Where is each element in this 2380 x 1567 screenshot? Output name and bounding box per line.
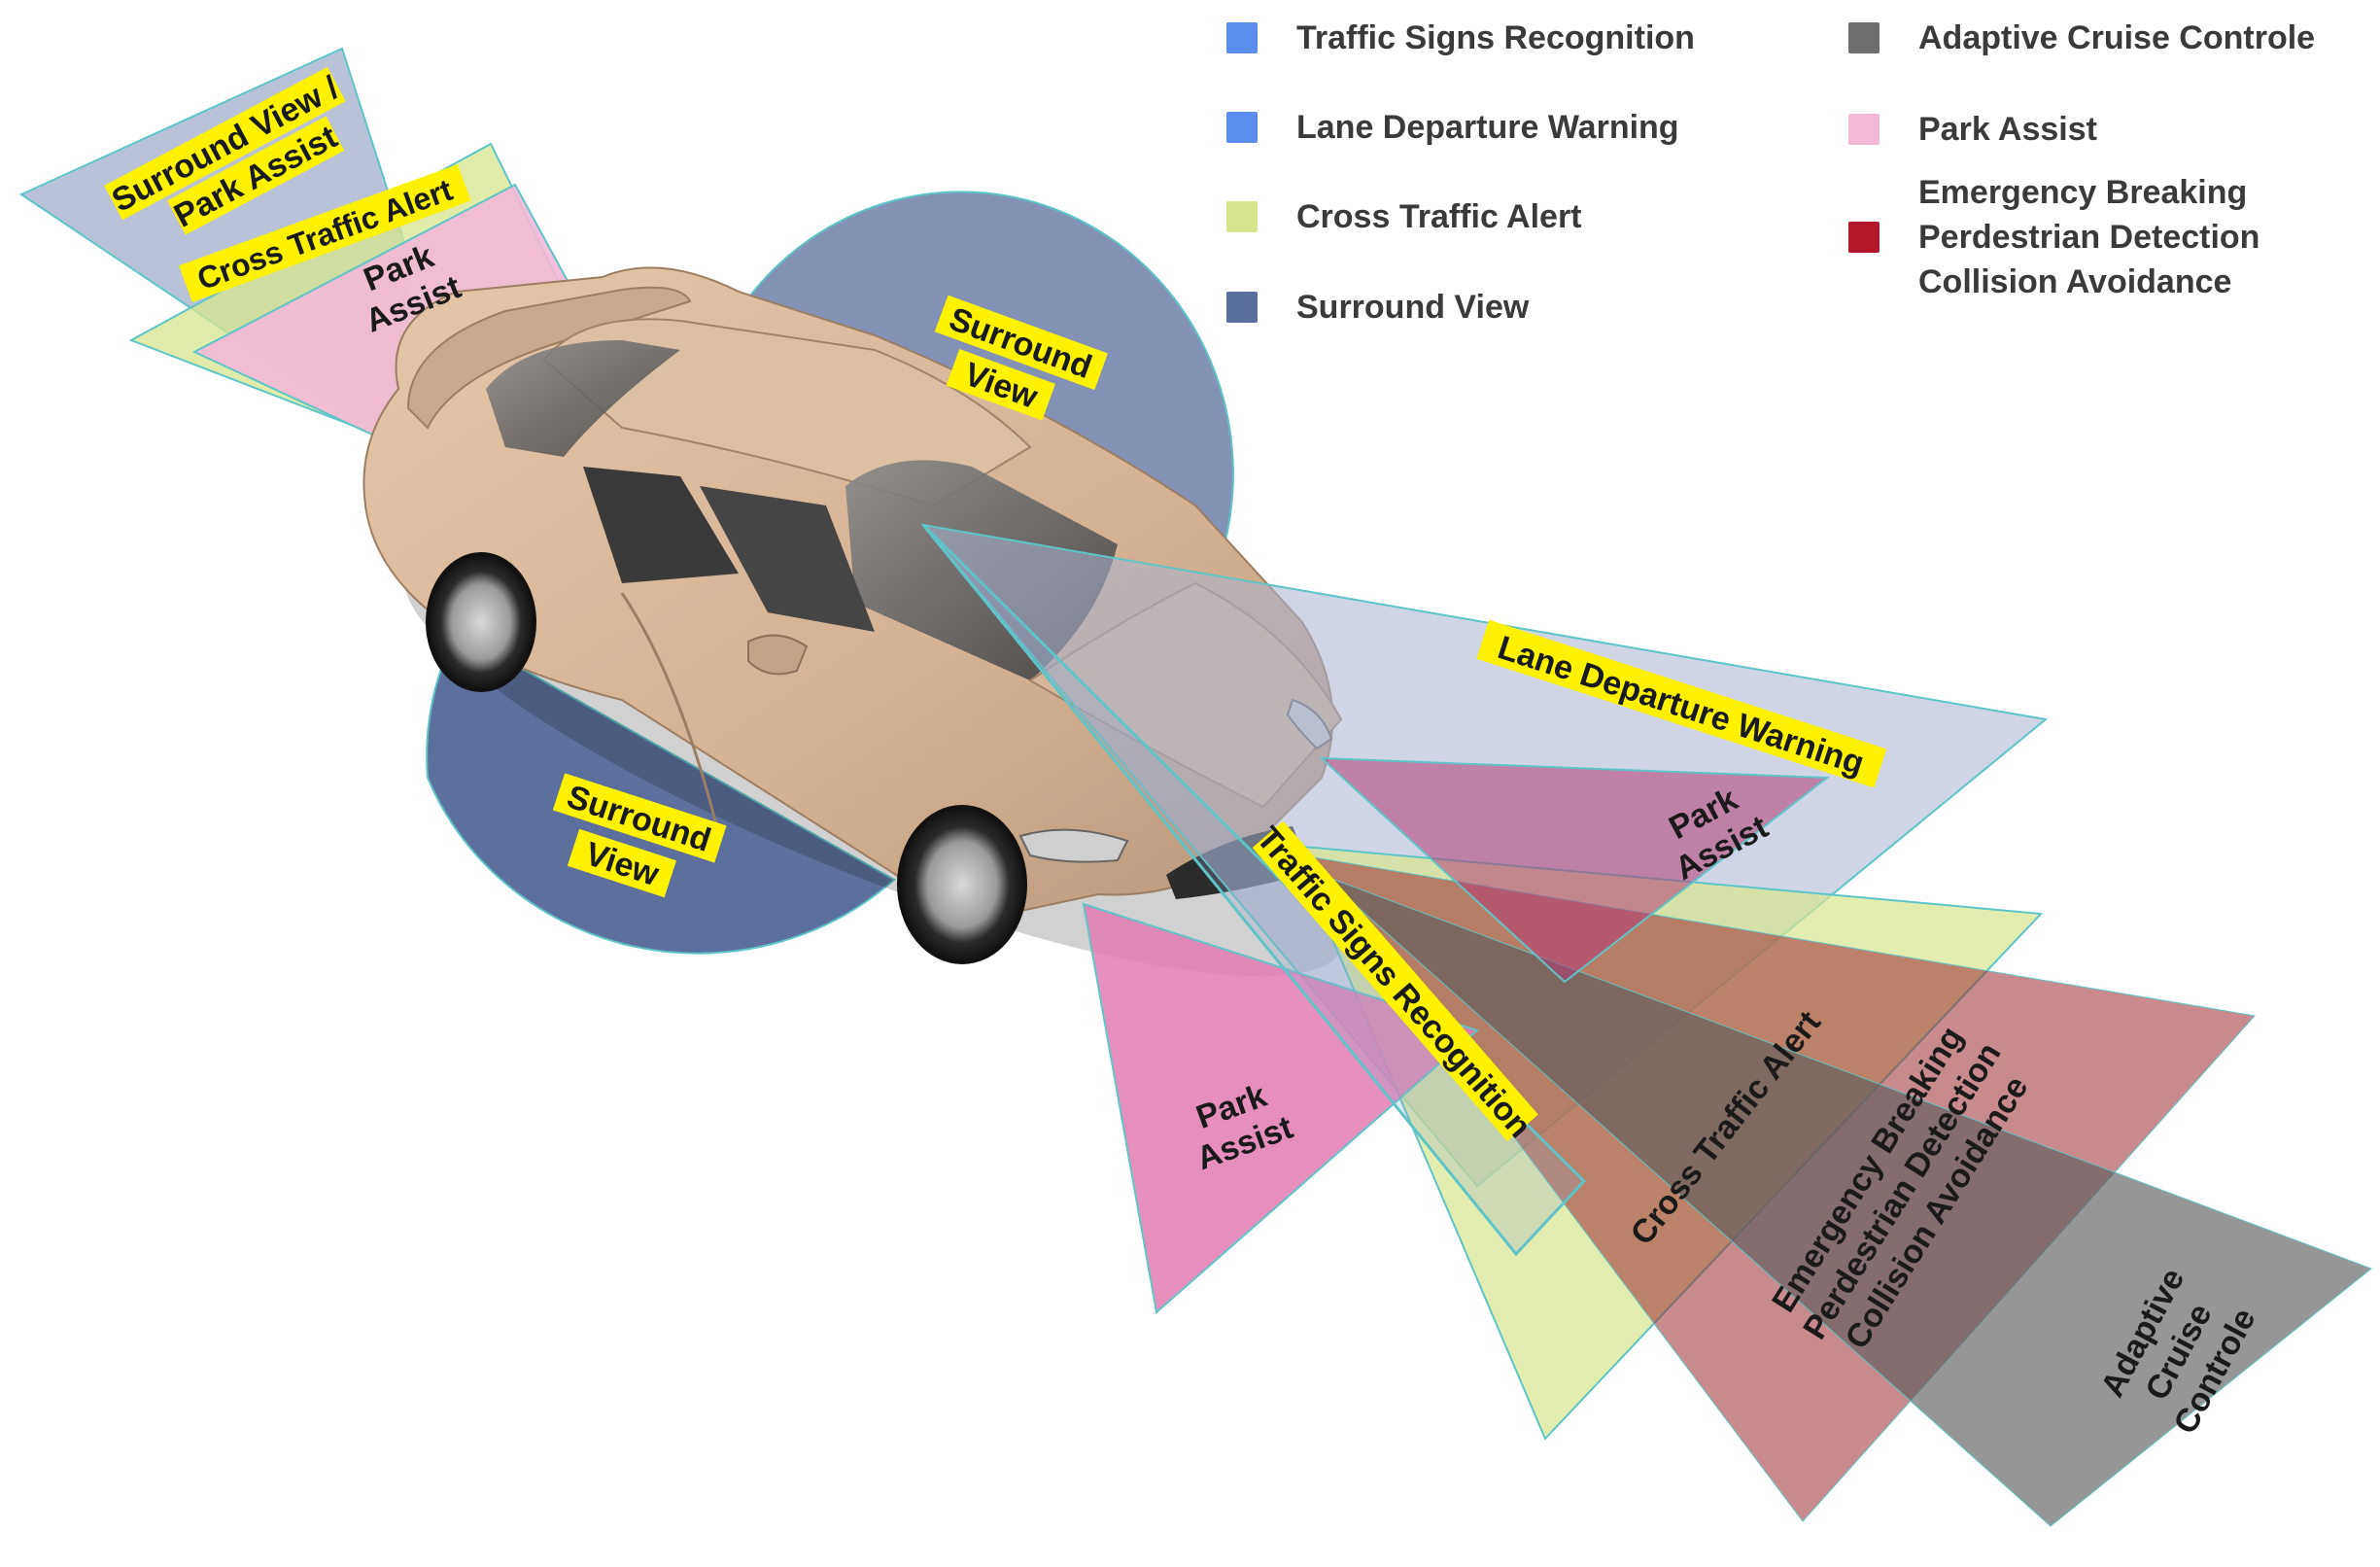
legend-swatch bbox=[1848, 114, 1880, 145]
legend-item-adaptive-cruise: Adaptive Cruise Controle bbox=[1848, 16, 2315, 60]
legend-emergency-lines: Emergency Breaking Perdestrian Detection… bbox=[1918, 170, 2259, 304]
traffic-signs-zone bbox=[921, 523, 1587, 1257]
legend-item-surround-view: Surround View bbox=[1226, 285, 1529, 330]
legend-label: Cross Traffic Alert bbox=[1296, 198, 1582, 235]
legend-swatch bbox=[1226, 201, 1258, 232]
legend-swatch bbox=[1226, 22, 1258, 53]
legend-label: Collision Avoidance bbox=[1918, 263, 2232, 300]
car bbox=[362, 266, 1346, 977]
rear-surround-park-label: Surround View / Park Assist bbox=[104, 66, 346, 235]
legend-item-emergency: Emergency Breaking Perdestrian Detection… bbox=[1848, 170, 2259, 304]
legend-label: Adaptive Cruise Controle bbox=[1918, 19, 2316, 56]
side-surround-zone bbox=[426, 630, 896, 955]
legend-swatch bbox=[1848, 222, 1880, 253]
legend-label: Surround View bbox=[1296, 289, 1530, 326]
legend-label: Park Assist bbox=[1918, 111, 2097, 148]
front-park-upper-zone bbox=[1319, 756, 1830, 984]
front-park-lower-zone bbox=[1082, 902, 1479, 1314]
legend-item-cross-traffic: Cross Traffic Alert bbox=[1226, 194, 1582, 239]
legend-item-lane-departure: Lane Departure Warning bbox=[1226, 105, 1679, 150]
legend-item-traffic-signs: Traffic Signs Recognition bbox=[1226, 16, 1695, 60]
legend-swatch bbox=[1848, 22, 1880, 53]
legend-label: Lane Departure Warning bbox=[1296, 109, 1679, 146]
legend-label: Emergency Breaking bbox=[1918, 174, 2248, 211]
legend-label: Traffic Signs Recognition bbox=[1296, 19, 1695, 56]
adaptive-cruise-zone bbox=[1321, 874, 2372, 1527]
legend-swatch bbox=[1226, 292, 1258, 323]
legend-item-park-assist: Park Assist bbox=[1848, 107, 2097, 152]
legend-swatch bbox=[1226, 112, 1258, 143]
legend-label: Perdestrian Detection bbox=[1918, 219, 2260, 256]
